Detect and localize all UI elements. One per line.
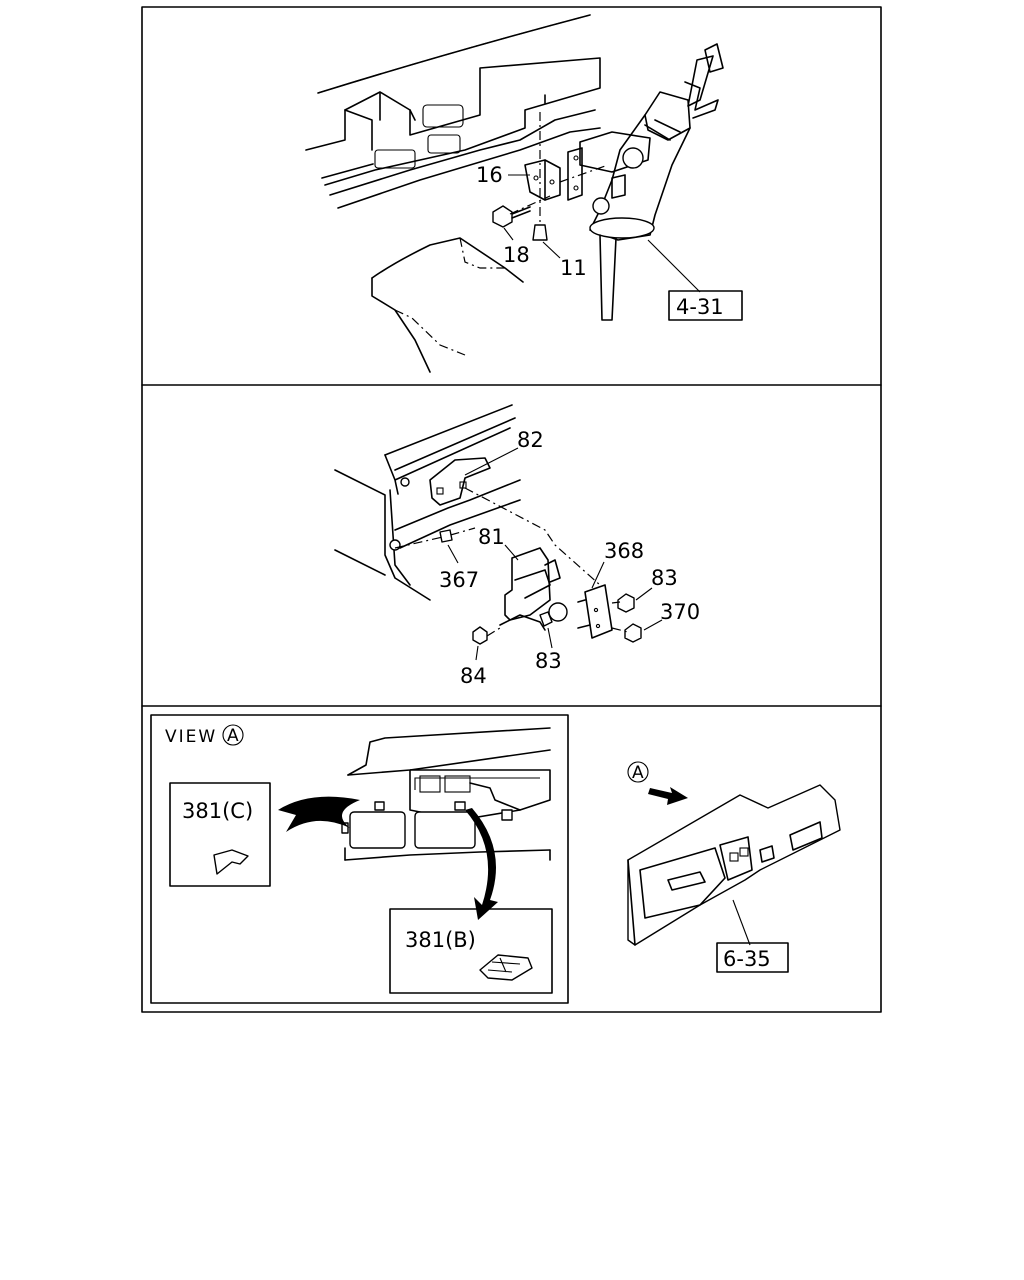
view-label: VIEW (165, 727, 217, 747)
label-81: 81 (478, 525, 505, 549)
panel-middle (334, 404, 663, 661)
label-16: 16 (476, 163, 503, 187)
label-18: 18 (503, 243, 530, 267)
label-83-upper: 83 (651, 566, 678, 590)
label-368: 368 (604, 539, 644, 563)
panel-bottom (150, 714, 841, 1004)
clip-c-box (169, 782, 271, 887)
label-11: 11 (560, 256, 587, 280)
clip-b-box (389, 908, 553, 994)
arrow-marker: A (632, 763, 644, 783)
view-marker: A (227, 726, 239, 746)
label-84: 84 (460, 664, 487, 688)
label-82: 82 (517, 428, 544, 452)
view-a-marker-circle (222, 724, 244, 746)
label-381b: 381(B) (405, 928, 476, 952)
arrow-a-marker-circle (627, 761, 649, 783)
label-367: 367 (439, 568, 479, 592)
label-4-31: 4-31 (676, 295, 724, 319)
panel-top (305, 14, 743, 373)
ref-box-6-35 (716, 942, 789, 973)
label-370: 370 (660, 600, 700, 624)
label-6-35: 6-35 (723, 947, 771, 971)
diagram-frame (141, 6, 882, 1013)
ref-box-4-31 (668, 290, 743, 321)
label-381c: 381(C) (182, 799, 253, 823)
label-83-lower: 83 (535, 649, 562, 673)
view-a-box (150, 714, 569, 1004)
